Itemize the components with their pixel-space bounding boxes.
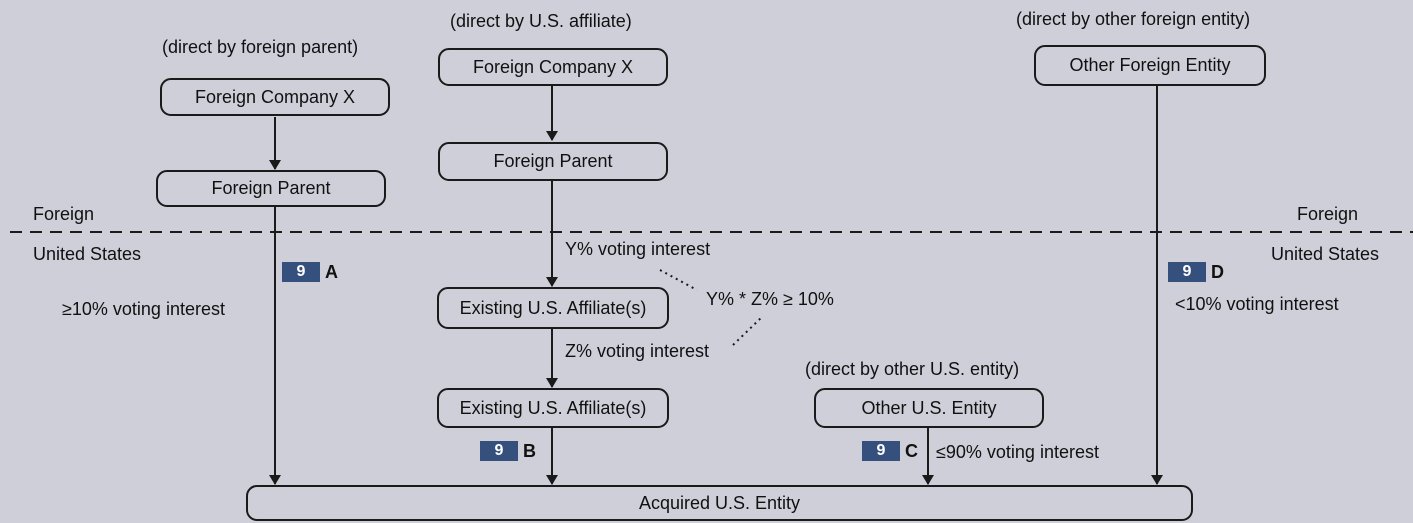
box-foreign-company-x-a: Foreign Company X	[160, 78, 390, 116]
dotted-connector-z	[732, 315, 764, 346]
badge-b: 9 B	[480, 441, 536, 461]
box-other-us-entity: Other U.S. Entity	[814, 388, 1044, 428]
badge-d: 9 D	[1168, 262, 1224, 282]
box-acquired-us-entity: Acquired U.S. Entity	[246, 485, 1193, 521]
interest-d: <10% voting interest	[1175, 294, 1339, 314]
box-foreign-company-x-b: Foreign Company X	[438, 48, 668, 86]
badge-c: 9 C	[862, 441, 918, 461]
badge-c-letter: C	[905, 440, 918, 461]
formula-y-times-z: Y% * Z% ≥ 10%	[706, 289, 834, 309]
box-foreign-parent-b: Foreign Parent	[438, 142, 668, 181]
region-label-us-right: United States	[1271, 244, 1380, 264]
y-voting-interest: Y% voting interest	[565, 239, 711, 259]
caption-d: (direct by other foreign entity)	[1016, 9, 1251, 29]
badge-b-letter: B	[523, 440, 536, 461]
box-other-foreign-entity: Other Foreign Entity	[1034, 45, 1266, 86]
interest-c: ≤90% voting interest	[936, 442, 1099, 462]
region-label-us-left: United States	[33, 244, 142, 264]
badge-a-number: 9	[282, 262, 320, 282]
region-label-foreign-left: Foreign	[33, 204, 95, 224]
box-existing-us-affiliate-1: Existing U.S. Affiliate(s)	[437, 287, 669, 329]
badge-a: 9 A	[282, 262, 338, 282]
badge-b-number: 9	[480, 441, 518, 461]
badge-c-number: 9	[862, 441, 900, 461]
badge-d-letter: D	[1211, 261, 1224, 282]
badge-a-letter: A	[325, 261, 338, 282]
z-voting-interest: Z% voting interest	[565, 341, 710, 361]
caption-a: (direct by foreign parent)	[162, 37, 359, 57]
box-existing-us-affiliate-2: Existing U.S. Affiliate(s)	[437, 388, 669, 428]
dotted-connector-y	[659, 269, 698, 291]
region-label-foreign-right: Foreign	[1297, 204, 1359, 224]
caption-c: (direct by other U.S. entity)	[805, 359, 1020, 379]
caption-b: (direct by U.S. affiliate)	[450, 11, 632, 31]
interest-a: ≥10% voting interest	[62, 299, 225, 319]
box-foreign-parent-a: Foreign Parent	[156, 170, 386, 207]
badge-d-number: 9	[1168, 262, 1206, 282]
